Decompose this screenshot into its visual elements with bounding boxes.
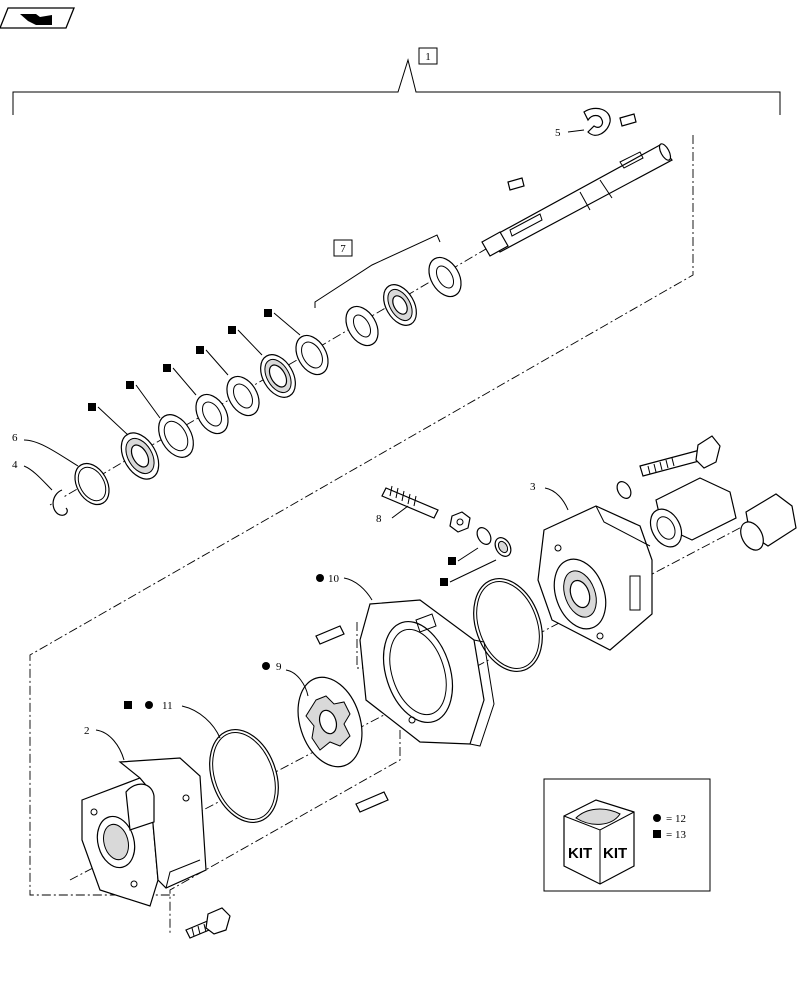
long-bolt [639, 435, 721, 477]
callout-4: 4 [12, 459, 18, 471]
leaders-upper [23, 129, 585, 491]
o-ring-large [473, 577, 543, 673]
seal-ring-b [226, 375, 260, 417]
thrust-bearing [383, 284, 417, 326]
thrust-washer-a [428, 256, 462, 298]
square-markers-upper [88, 309, 301, 436]
seal-ring-c [195, 393, 229, 435]
wear-plate-10 [359, 599, 495, 747]
kit-label-left: KIT [568, 845, 592, 862]
callout-5: 5 [555, 127, 561, 139]
filled-circle-icon [316, 574, 324, 582]
filled-square-icon [440, 578, 448, 586]
seal-ring-a [295, 334, 329, 376]
snap-ring-6 [74, 462, 110, 506]
group-label-1: 1 [425, 51, 431, 63]
shaft-keys [507, 113, 637, 191]
filled-square-icon [448, 557, 456, 565]
kit-label-right: KIT [603, 845, 627, 862]
washer-small [616, 481, 632, 499]
thrust-washer-b [345, 305, 379, 347]
kit-legend: KIT KIT = 12 = 13 [543, 778, 711, 892]
filled-circle-icon [653, 814, 661, 822]
filled-circle-icon [145, 701, 153, 709]
dowel-pin-a [315, 625, 345, 645]
stud-8 [381, 485, 439, 519]
washer-pair [476, 527, 512, 557]
pump-housing-3 [537, 505, 653, 651]
callout-8: 8 [376, 513, 382, 525]
hex-fitting-large [649, 477, 737, 548]
bearing-a [260, 354, 296, 398]
filled-square-icon [124, 701, 132, 709]
retaining-clip-5 [583, 107, 611, 136]
filled-square-icon [88, 403, 96, 411]
callout-11: 11 [162, 700, 173, 712]
filled-circle-icon [262, 662, 270, 670]
callout-6: 6 [12, 432, 18, 444]
gerotor-9 [297, 676, 363, 768]
hex-nut [449, 511, 471, 533]
callout-9: 9 [276, 661, 282, 673]
filled-square-icon [228, 326, 236, 334]
filled-square-icon [126, 381, 134, 389]
hex-fitting-small [740, 493, 797, 551]
dowel-pin-b [355, 791, 389, 813]
subgroup-bracket-7: 7 [314, 234, 441, 308]
ball-bearing [120, 432, 160, 480]
legend-square-equals: = 13 [666, 829, 686, 841]
drive-shaft [481, 143, 673, 257]
legend-circle-equals: = 12 [666, 813, 686, 825]
filled-square-icon [196, 346, 204, 354]
seal-ring-d [158, 414, 194, 458]
filled-square-icon [163, 364, 171, 372]
page-forward-icon[interactable] [0, 7, 75, 29]
callout-3: 3 [530, 481, 536, 493]
o-ring-11 [209, 728, 279, 824]
filled-square-icon [653, 830, 661, 838]
cap-screw [185, 907, 231, 939]
end-cover-2 [81, 757, 207, 907]
kit-box-icon: KIT KIT [563, 799, 635, 885]
group-bracket: 1 [12, 47, 781, 115]
callout-2: 2 [84, 725, 90, 737]
subgroup-label-7: 7 [340, 243, 346, 255]
filled-square-icon [264, 309, 272, 317]
square-markers-washers [440, 547, 497, 586]
callout-10: 10 [328, 573, 340, 585]
circlip-4 [52, 489, 68, 516]
